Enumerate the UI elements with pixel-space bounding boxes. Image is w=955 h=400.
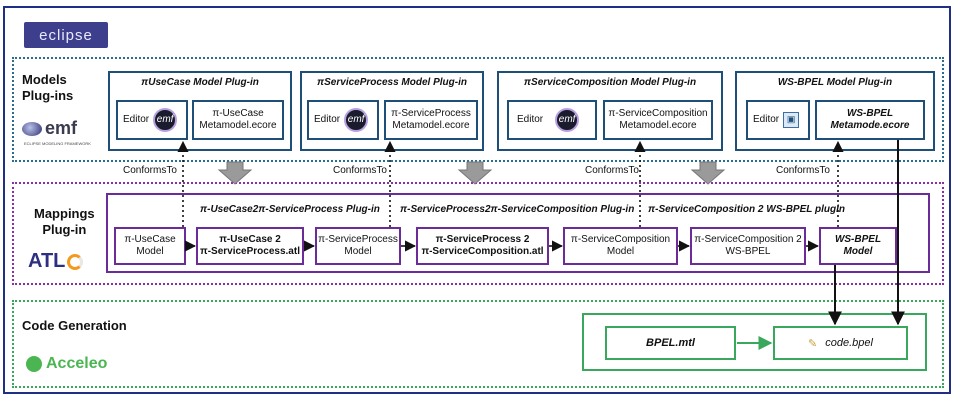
models-section-title: Models Plug-ins (22, 72, 73, 104)
box-line2: WS-BPEL (725, 246, 771, 257)
metamodel-name: π-ServiceComposition (608, 108, 708, 119)
serviceprocess-to-servicecomposition-plugin-title: π-ServiceProcess2π-ServiceComposition Pl… (400, 204, 635, 215)
template-label: BPEL.mtl (646, 337, 695, 349)
emf-badge-icon: emf (153, 108, 178, 132)
emf-badge-icon: emf (344, 108, 369, 132)
box-line1: π-ServiceComposition 2 (694, 234, 802, 245)
output-label: code.bpel (825, 337, 873, 349)
box-line2: π-ServiceComposition.atl (421, 246, 544, 257)
atl-ring-icon (67, 253, 84, 270)
box-line1: π-ServiceComposition (570, 234, 671, 245)
editor-label: Editor (517, 114, 544, 125)
metamodel-name: π-UseCase (212, 108, 264, 119)
models-section (12, 57, 944, 162)
serviceprocess-editor[interactable]: Editor emf (307, 100, 379, 140)
box-line1: π-UseCase 2 (219, 234, 281, 245)
block-arrow-icon (690, 161, 726, 185)
conforms-to-label: ConformsTo (123, 165, 177, 176)
conforms-to-label: ConformsTo (333, 165, 387, 176)
box-line2: Model (606, 246, 635, 257)
box-line2: Model (843, 246, 873, 257)
metamodel-file: Metamodel.ecore (619, 120, 697, 131)
box-line2: Model (136, 246, 164, 257)
emf-logo-subtitle: ECLIPSE MODELING FRAMEWORK (24, 141, 91, 146)
mappings-section-title: Mappings Plug-in (34, 206, 95, 238)
metamodel-name: π-ServiceProcess (391, 108, 471, 119)
metamodel-file: Metamodel.ecore (392, 120, 470, 131)
file-icon: ✎ (808, 337, 818, 350)
bpel-mtl-box[interactable]: BPEL.mtl (605, 326, 736, 360)
bpel-editor-icon: ▣ (783, 112, 800, 128)
eclipse-logo-text: eclipse (39, 26, 93, 44)
usecase-to-serviceprocess-plugin-title: π-UseCase2π-ServiceProcess Plug-in (200, 204, 380, 215)
emf-logo-text: emf (45, 118, 78, 138)
acceleo-logo: Acceleo (26, 355, 107, 373)
atl-logo: ATL (28, 250, 84, 273)
metamodel-name: WS-BPEL (846, 108, 894, 119)
conforms-to-label: ConformsTo (585, 165, 639, 176)
box-line2: Model (344, 246, 372, 257)
codegen-section (12, 300, 944, 388)
acceleo-logo-text: Acceleo (46, 355, 108, 372)
editor-label: Editor (123, 114, 150, 125)
box-line1: π-ServiceProcess 2 (435, 234, 530, 245)
mappings-title-line1: Mappings (34, 206, 95, 221)
editor-label: Editor (314, 114, 341, 125)
emf-badge-icon: emf (555, 108, 580, 132)
box-line1: WS-BPEL (834, 234, 882, 245)
box-line2: π-ServiceProcess.atl (200, 246, 300, 257)
wsbpel-plugin-title: WS-BPEL Model Plug-in (777, 77, 893, 88)
usecase-editor[interactable]: Editor emf (116, 100, 188, 140)
eclipse-logo: eclipse (24, 22, 108, 48)
servicecomposition-to-wsbpel-plugin-title: π-ServiceComposition 2 WS-BPEL plugin (648, 204, 845, 215)
emf-logo-ball-icon (22, 121, 42, 136)
conforms-to-label: ConformsTo (776, 165, 830, 176)
mappings-section (12, 182, 944, 285)
usecase-plugin-title: πUseCase Model Plug-in (141, 77, 259, 88)
metamodel-file: Metamode.ecore (830, 120, 910, 131)
mappings-title-line2: Plug-in (42, 222, 87, 237)
wsbpel-editor[interactable]: Editor ▣ (746, 100, 810, 140)
servicecomposition-plugin-title: πServiceComposition Model Plug-in (523, 77, 697, 88)
acceleo-dot-icon (26, 356, 42, 372)
block-arrow-icon (217, 161, 253, 185)
code-bpel-box[interactable]: ✎ code.bpel (773, 326, 908, 360)
serviceprocess-plugin-title: πServiceProcess Model Plug-in (317, 77, 467, 88)
emf-logo: emf (22, 118, 77, 139)
metamodel-file: Metamodel.ecore (199, 120, 277, 131)
atl-logo-text: ATL (28, 250, 66, 272)
models-title-line2: Plug-ins (22, 88, 74, 103)
servicecomposition-editor[interactable]: Editor emf (507, 100, 597, 140)
box-line1: π-ServiceProcess (318, 234, 398, 245)
models-title-line1: Models (22, 72, 67, 87)
editor-label: Editor (753, 114, 780, 125)
box-line1: π-UseCase (124, 234, 176, 245)
block-arrow-icon (457, 161, 493, 185)
codegen-section-title: Code Generation (22, 318, 127, 333)
